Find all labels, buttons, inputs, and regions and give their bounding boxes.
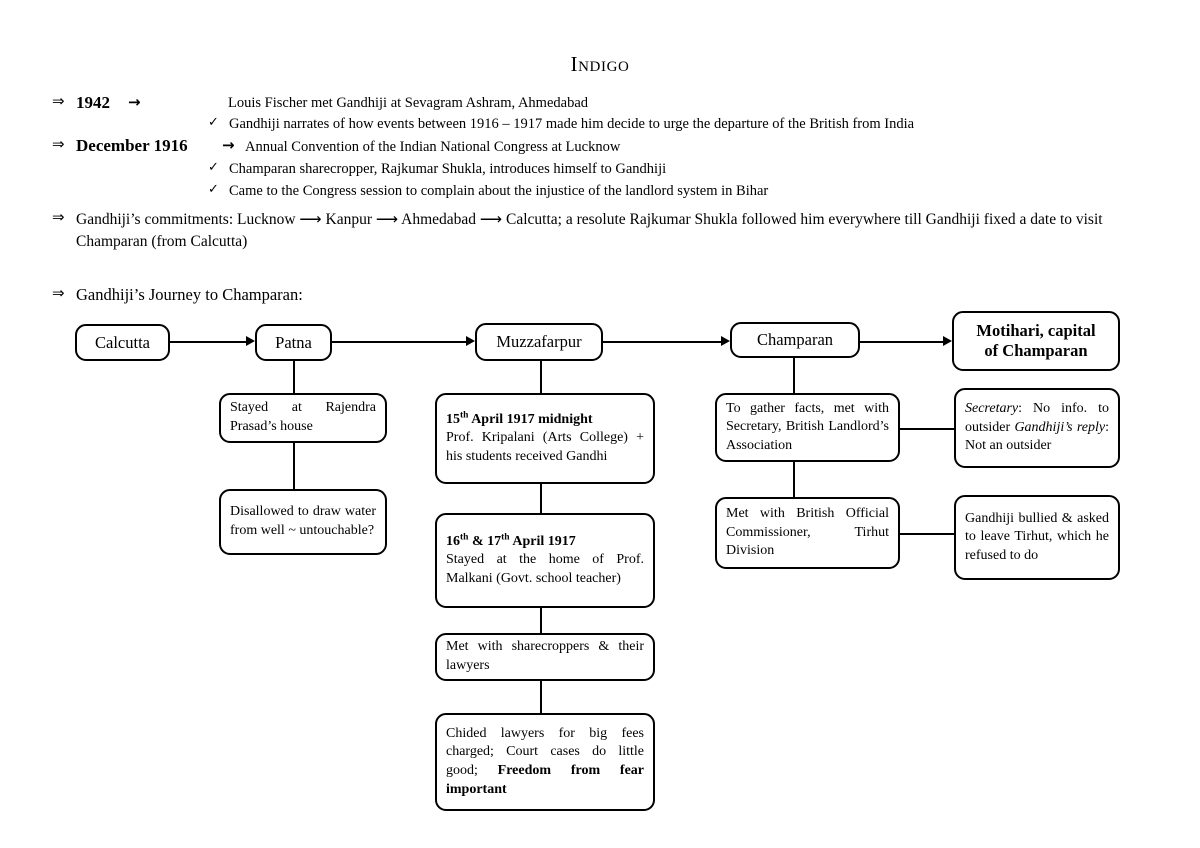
- node-muzzafarpur-detail-2[interactable]: 16th & 17th April 1917 Stayed at the hom…: [435, 513, 655, 608]
- node-label-line1: Motihari, capital: [976, 321, 1096, 340]
- node-champaran-detail-1[interactable]: To gather facts, met with Secretary, Bri…: [715, 393, 900, 462]
- node-patna-detail-2[interactable]: Disallowed to draw water from well ~ unt…: [219, 489, 387, 555]
- note-body: Champaran sharecropper, Rajkumar Shukla,…: [229, 161, 667, 177]
- connector-muz-1-2: [540, 484, 542, 513]
- node-motihari[interactable]: Motihari, capital of Champaran: [952, 311, 1120, 371]
- note-lead-year: 1942: [76, 93, 110, 112]
- note-row-fischer-sub: ✓ Gandhiji narrates of how events betwee…: [0, 113, 1180, 135]
- node-calcutta[interactable]: Calcutta: [75, 324, 170, 361]
- node-label: Muzzafarpur: [496, 332, 582, 351]
- check-bullet-icon: ✓: [208, 160, 219, 175]
- node-label-line2: of Champaran: [984, 341, 1088, 360]
- connector-champaran-motihari: [860, 341, 945, 343]
- node-header: 15th April 1917 midnight: [446, 409, 593, 427]
- node-muzzafarpur[interactable]: Muzzafarpur: [475, 323, 603, 361]
- connector-champaran-1-2: [793, 462, 795, 497]
- node-text: Stayed at the home of Prof. Malkani (Gov…: [446, 552, 644, 586]
- node-text: Stayed at Rajendra Prasad’s house: [230, 400, 376, 434]
- arrowhead-icon: [466, 336, 475, 346]
- node-label-gandhiji-reply: Gandhiji’s reply: [1014, 419, 1106, 435]
- node-muzzafarpur-detail-4[interactable]: Chided lawyers for big fees charged; Cou…: [435, 713, 655, 811]
- note-body: Louis Fischer met Gandhiji at Sevagram A…: [228, 95, 589, 111]
- connector-commissioner-outcome: [900, 533, 954, 535]
- node-label: Champaran: [756, 330, 834, 349]
- node-patna[interactable]: Patna: [255, 324, 332, 361]
- node-text: Prof. Kripalani (Arts College) + his stu…: [446, 430, 644, 464]
- note-lead-date: December 1916: [76, 136, 188, 155]
- node-champaran-detail-2[interactable]: Met with British Official Commissioner, …: [715, 497, 900, 569]
- note-body: Annual Convention of the Indian National…: [245, 139, 621, 155]
- arrowhead-icon: [721, 336, 730, 346]
- node-label-secretary: Secretary: [965, 401, 1019, 417]
- node-text: Chided lawyers for big fees charged; Cou…: [446, 725, 644, 778]
- arrowhead-icon: [246, 336, 255, 346]
- note-row-congress-session: ✓ Came to the Congress session to compla…: [0, 180, 1180, 202]
- connector-muz-2-3: [540, 608, 542, 633]
- node-text-b: : Not an outsider: [965, 419, 1109, 454]
- check-bullet-icon: ✓: [208, 115, 219, 130]
- node-champaran[interactable]: Champaran: [730, 322, 860, 358]
- arrow-bullet-icon: ⇒: [52, 208, 65, 226]
- node-label: Calcutta: [95, 332, 150, 352]
- node-outcome-bullied[interactable]: Gandhiji bullied & asked to leave Tirhut…: [954, 495, 1120, 580]
- check-bullet-icon: ✓: [208, 182, 219, 197]
- node-text: Met with sharecroppers & their lawyers: [446, 639, 644, 673]
- node-muzzafarpur-detail-1[interactable]: 15th April 1917 midnight Prof. Kripalani…: [435, 393, 655, 484]
- note-body: Came to the Congress session to complain…: [229, 183, 769, 199]
- arrow-bullet-icon: ⇒: [52, 92, 65, 110]
- note-body: Gandhiji’s commitments: Lucknow ⟶ Kanpur…: [76, 211, 1103, 251]
- arrow-bullet-icon: ⇒: [52, 135, 65, 153]
- connector-patna-muzzafarpur: [332, 341, 468, 343]
- connector-patna-down: [293, 360, 295, 393]
- flow-heading: Gandhiji’s Journey to Champaran:: [76, 285, 303, 304]
- note-body: Gandhiji narrates of how events between …: [229, 116, 915, 132]
- node-text-a: : No info. to outsider: [965, 401, 1109, 435]
- node-header: 16th & 17th April 1917: [446, 531, 576, 549]
- node-muzzafarpur-detail-3[interactable]: Met with sharecroppers & their lawyers: [435, 633, 655, 681]
- node-text: Gandhiji bullied & asked to leave Tirhut…: [965, 510, 1109, 563]
- connector-muz-3-4: [540, 681, 542, 713]
- connector-patna-detail-link: [293, 443, 295, 489]
- arrowhead-icon: [943, 336, 952, 346]
- node-patna-detail-1[interactable]: Stayed at Rajendra Prasad’s house: [219, 393, 387, 443]
- page-title: Indigo: [570, 52, 630, 76]
- right-arrow-icon: →: [128, 93, 141, 111]
- right-arrow-icon: →: [222, 136, 235, 154]
- note-row-shukla-intro: ✓ Champaran sharecropper, Rajkumar Shukl…: [0, 158, 1180, 180]
- arrow-bullet-icon: ⇒: [52, 284, 65, 302]
- node-outcome-secretary-reply[interactable]: Secretary: No info. to outsider Gandhiji…: [954, 388, 1120, 468]
- node-text-emphasis: Freedom from fear important: [446, 763, 644, 797]
- note-row-1942: ⇒ 1942 → Louis Fischer met Gandhiji at S…: [0, 92, 1180, 114]
- connector-muzzafarpur-down: [540, 360, 542, 393]
- node-text: To gather facts, met with Secretary, Bri…: [726, 400, 889, 453]
- connector-champaran-down: [793, 358, 795, 393]
- connector-muzzafarpur-champaran: [603, 341, 723, 343]
- node-text: Met with British Official Commissioner, …: [726, 506, 889, 559]
- note-row-december-1916: ⇒ December 1916 → Annual Convention of t…: [0, 135, 1180, 157]
- connector-secretary-outcome: [900, 428, 954, 430]
- connector-calcutta-patna: [170, 341, 248, 343]
- node-label: Patna: [275, 332, 312, 352]
- node-text: Disallowed to draw water from well ~ unt…: [230, 504, 376, 538]
